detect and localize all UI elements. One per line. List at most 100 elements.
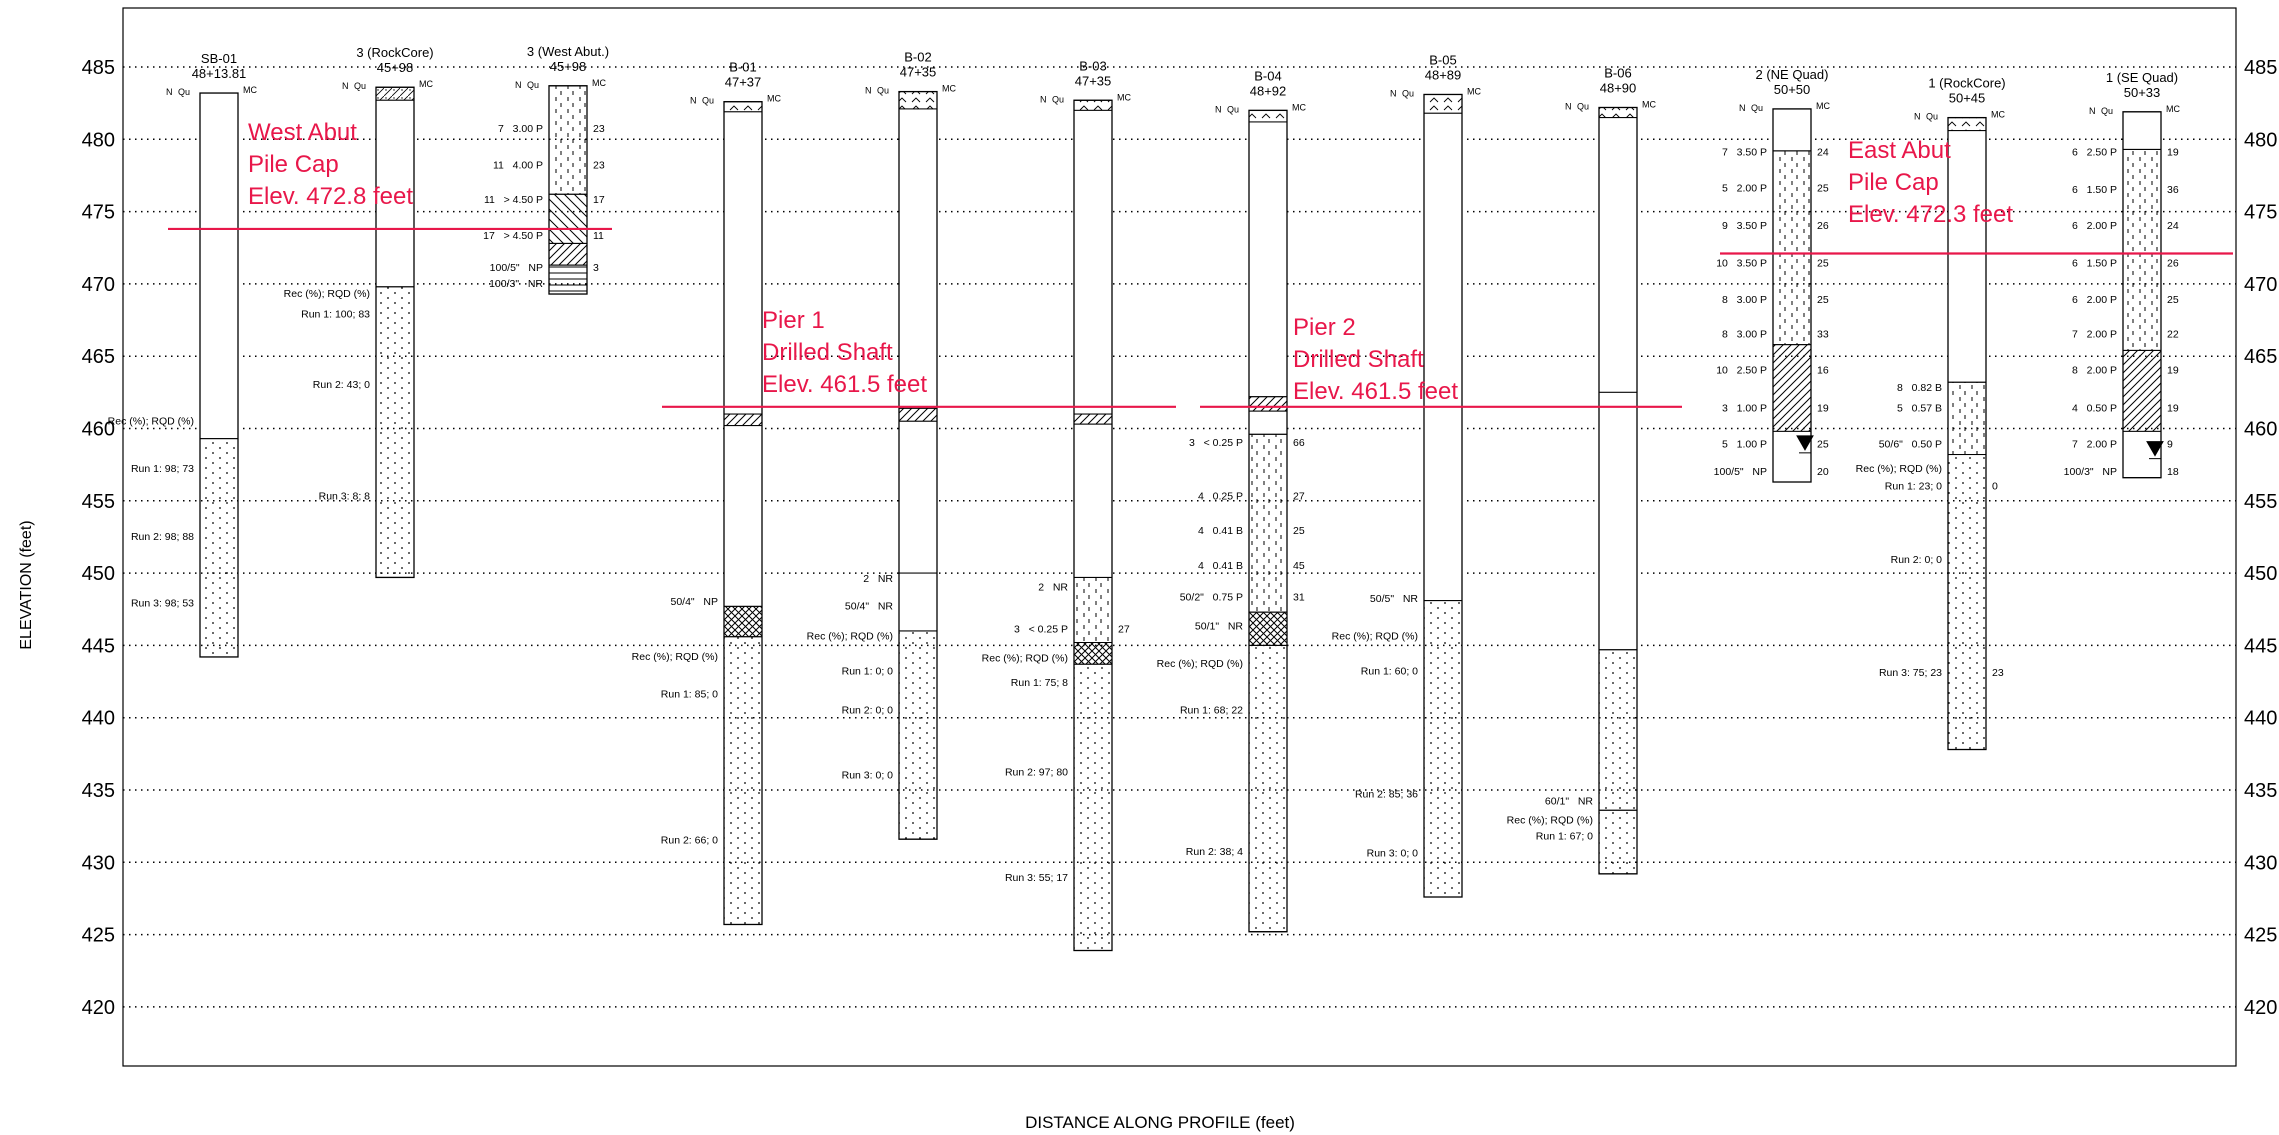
boring-note-left: Run 1: 60; 0 bbox=[1361, 665, 1418, 677]
boring-name: SB-01 bbox=[201, 51, 237, 66]
groundwater-marker-icon bbox=[2146, 441, 2164, 457]
column-header-mc: MC bbox=[243, 85, 257, 95]
boring-note-left: 100/5" NP bbox=[490, 262, 543, 274]
boring-station: 50+45 bbox=[1949, 91, 1986, 106]
boring-note-left: Rec (%); RQD (%) bbox=[632, 651, 718, 663]
soil-layer-gravelly bbox=[723, 101, 763, 113]
soil-layer-gravelly bbox=[1073, 99, 1113, 111]
boring-note-left: Run 1: 98; 73 bbox=[131, 463, 194, 475]
boring-note-left: 6 2.00 P bbox=[2072, 220, 2117, 232]
boring-name: B-03 bbox=[1079, 58, 1106, 73]
column-header-qu: Qu bbox=[1577, 101, 1589, 111]
boring-note-left: 6 1.50 P bbox=[2072, 184, 2117, 196]
column-header-mc: MC bbox=[419, 79, 433, 89]
boring-note-right: 16 bbox=[1817, 365, 1829, 377]
boring-note-left: Rec (%); RQD (%) bbox=[1856, 463, 1942, 475]
y-tick-label-left: 480 bbox=[82, 129, 115, 151]
y-tick-label-right: 430 bbox=[2244, 852, 2277, 874]
boring-note-left: 6 2.00 P bbox=[2072, 294, 2117, 306]
annotation-text: Drilled Shaft bbox=[762, 339, 893, 366]
boring-note-right: 19 bbox=[1817, 402, 1829, 414]
boring-note-right: 36 bbox=[2167, 184, 2179, 196]
boring-station: 45+98 bbox=[550, 59, 587, 74]
boring-note-left: 10 3.50 P bbox=[1716, 258, 1767, 270]
y-tick-label-left: 425 bbox=[82, 925, 115, 947]
boring-note-left: 3 < 0.25 P bbox=[1189, 437, 1243, 449]
boring-note-left: Run 1: 67; 0 bbox=[1536, 830, 1593, 842]
boring-note-left: 50/2" 0.75 P bbox=[1180, 592, 1243, 604]
boring-station: 48+89 bbox=[1425, 67, 1462, 82]
boring-note-left: Run 1: 85; 0 bbox=[661, 689, 718, 701]
boring-column-outline bbox=[1073, 99, 1113, 952]
column-header-qu: Qu bbox=[1227, 104, 1239, 114]
soil-layer-dashed bbox=[1947, 381, 1987, 456]
boring-note-left: 50/4" NP bbox=[670, 596, 718, 608]
boring-note-left: Rec (%); RQD (%) bbox=[108, 415, 194, 427]
column-header-mc: MC bbox=[1292, 102, 1306, 112]
soil-layer-dashed bbox=[1772, 150, 1812, 346]
column-header-n: N bbox=[1215, 104, 1222, 114]
boring-note-left: 6 2.50 P bbox=[2072, 146, 2117, 158]
boring-station: 50+50 bbox=[1774, 82, 1811, 97]
column-header-qu: Qu bbox=[527, 80, 539, 90]
column-header-n: N bbox=[865, 86, 872, 96]
boring-note-right: 25 bbox=[1817, 182, 1829, 194]
soil-layer-dashed bbox=[2122, 148, 2162, 351]
elevation-gridlines bbox=[123, 66, 2236, 1008]
boring-note-left: 5 2.00 P bbox=[1722, 182, 1767, 194]
y-tick-label-left: 470 bbox=[82, 274, 115, 296]
y-tick-label-right: 485 bbox=[2244, 57, 2277, 79]
boring-note-left: 6 1.50 P bbox=[2072, 258, 2117, 270]
soil-layer-crosshatch bbox=[723, 605, 763, 638]
y-tick-label-right: 445 bbox=[2244, 635, 2277, 657]
soil-layer-gravelly bbox=[898, 91, 938, 110]
soil-layer-blank bbox=[898, 420, 938, 574]
boring-station: 48+90 bbox=[1600, 80, 1637, 95]
boring-note-left: Run 3: 55; 17 bbox=[1005, 872, 1068, 884]
y-tick-label-right: 440 bbox=[2244, 708, 2277, 730]
boring-note-left: 8 3.00 P bbox=[1722, 294, 1767, 306]
boring-name: B-05 bbox=[1429, 52, 1456, 67]
boring-note-left: 50/6" 0.50 P bbox=[1879, 438, 1942, 450]
boring-note-right: 26 bbox=[1817, 220, 1829, 232]
soil-layer-rock bbox=[1598, 649, 1638, 811]
boring-note-left: 7 3.50 P bbox=[1722, 146, 1767, 158]
boring-column-outline bbox=[2122, 111, 2162, 479]
boring-note-left: 5 0.57 B bbox=[1897, 402, 1942, 414]
boring-note-left: 5 1.00 P bbox=[1722, 438, 1767, 450]
soil-layer-blank bbox=[1598, 117, 1638, 393]
boring-note-left: 8 2.00 P bbox=[2072, 365, 2117, 377]
soil-layer-blank bbox=[1248, 410, 1288, 435]
boring-note-right: 27 bbox=[1293, 490, 1305, 502]
annotation-text: Elev. 461.5 feet bbox=[762, 371, 927, 398]
annotation-text: Pier 1 bbox=[762, 307, 825, 334]
boring-note-left: Rec (%); RQD (%) bbox=[1507, 814, 1593, 826]
boring-note-right: 31 bbox=[1293, 592, 1305, 604]
boring-note-left: 2 NR bbox=[863, 573, 893, 585]
soil-layer-rock bbox=[723, 636, 763, 925]
boring-name: 2 (NE Quad) bbox=[1756, 67, 1829, 82]
boring-note-right: 22 bbox=[2167, 329, 2179, 341]
boring-note-right: 20 bbox=[1817, 466, 1829, 478]
soil-layer-sandy bbox=[375, 86, 415, 101]
soil-layer-hatch bbox=[548, 242, 588, 266]
annotation-text: Elev. 472.3 feet bbox=[1848, 201, 2013, 228]
column-header-qu: Qu bbox=[1052, 94, 1064, 104]
boring-note-left: 3 1.00 P bbox=[1722, 402, 1767, 414]
elevation-ticks-right: 4854804754704654604554504454404354304254… bbox=[2244, 57, 2277, 1019]
boring-name: B-06 bbox=[1604, 65, 1631, 80]
boring-note-left: 8 0.82 B bbox=[1897, 382, 1942, 394]
boring-note-right: 19 bbox=[2167, 146, 2179, 158]
soil-layer-hatch-back bbox=[548, 193, 588, 244]
boring-note-left: Rec (%); RQD (%) bbox=[807, 631, 893, 643]
boring-column-outline bbox=[375, 86, 415, 579]
groundwater-marker-icon bbox=[1796, 435, 1814, 451]
soil-layer-hatch bbox=[898, 407, 938, 422]
